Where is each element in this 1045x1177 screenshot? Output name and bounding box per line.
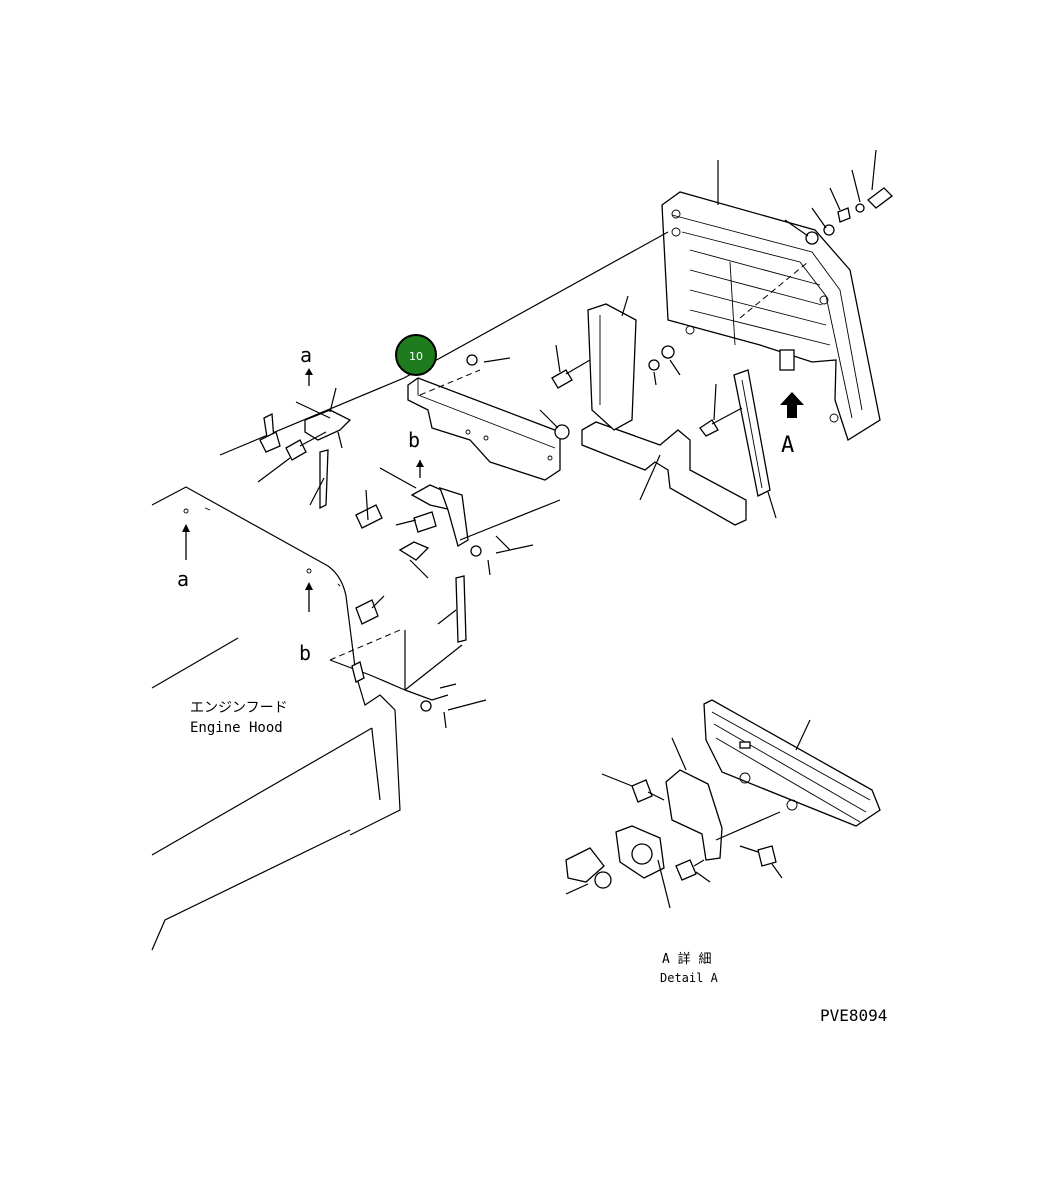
panel-fasteners bbox=[784, 149, 893, 245]
side-cover-panel bbox=[661, 160, 881, 441]
label-a-top: a bbox=[300, 343, 312, 367]
label-a-left: a bbox=[177, 567, 189, 591]
detail-A-assembly bbox=[565, 699, 881, 909]
channel-bracket bbox=[581, 421, 747, 526]
vertical-strip bbox=[699, 369, 777, 519]
view-arrow-A bbox=[780, 392, 804, 418]
up-arrow-icon bbox=[182, 524, 190, 532]
callout-10[interactable]: 10 bbox=[395, 334, 437, 376]
engine-hood bbox=[151, 486, 487, 951]
mounting-bracket bbox=[407, 354, 570, 481]
engine-hood-label-en: Engine Hood bbox=[190, 720, 283, 736]
label-b-left: b bbox=[299, 641, 311, 665]
leader-line bbox=[403, 231, 669, 379]
up-arrow-icon bbox=[416, 460, 424, 467]
hinge-assembly-a bbox=[257, 387, 352, 510]
up-arrow-icon bbox=[305, 368, 313, 375]
view-label-A: A bbox=[781, 433, 794, 458]
engine-hood-label-jp: エンジンフード bbox=[190, 700, 288, 716]
up-arrow-icon bbox=[780, 392, 804, 418]
detail-label-en: Detail A bbox=[660, 971, 719, 985]
up-arrow-icon bbox=[305, 582, 313, 590]
callout-number[interactable]: 10 bbox=[409, 350, 423, 363]
center-line bbox=[419, 369, 481, 396]
hinge-assembly-b bbox=[355, 467, 561, 643]
angled-plate bbox=[551, 295, 681, 431]
callout-circle[interactable] bbox=[395, 334, 437, 376]
drawing-code: PVE8094 bbox=[820, 1006, 887, 1025]
label-b-top: b bbox=[408, 428, 420, 452]
detail-label-jp: A 詳 細 bbox=[662, 951, 711, 967]
